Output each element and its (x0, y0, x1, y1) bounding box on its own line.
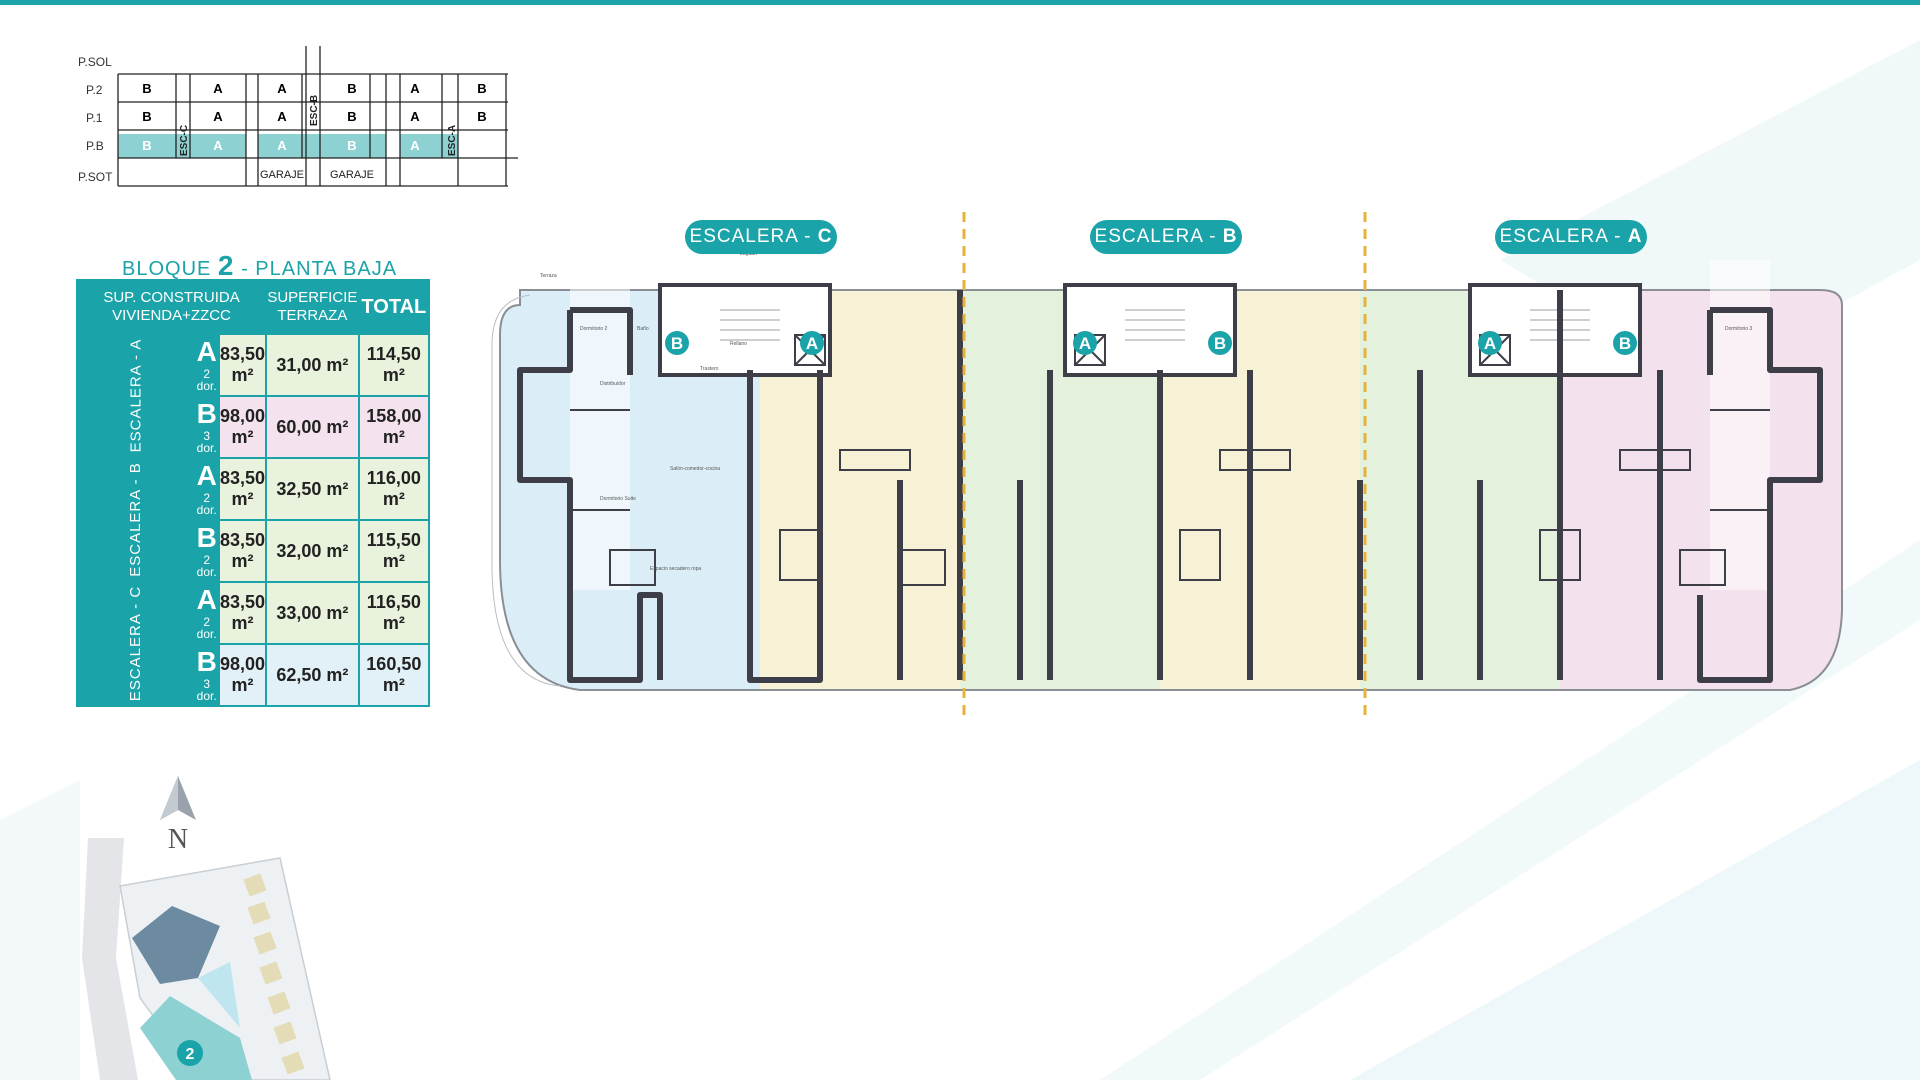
unit-cell: A (213, 81, 223, 96)
stair-label: ESC-C (179, 125, 190, 156)
room-label: Baño (637, 326, 649, 332)
terr-value: 60,00 m² (265, 395, 360, 459)
unit-cell: B (142, 109, 151, 124)
unit-marker: B (1214, 334, 1226, 353)
unit-cell: B (142, 138, 151, 153)
unit-cell: B (142, 81, 151, 96)
level-label: P.B (86, 139, 104, 153)
unit-cell: A (410, 109, 420, 124)
col-header-total: TOTAL (357, 279, 431, 335)
level-label: P.SOT (78, 170, 113, 184)
stair-label: ESC-B (309, 95, 320, 126)
unit-cell: A (277, 109, 287, 124)
top-accent-bar (0, 0, 1920, 5)
floor-plan: B A A B A B Terraza Dormitorio 2 Dormito… (491, 210, 1843, 722)
unit-marker: A (1484, 334, 1496, 353)
block-number: 2 (186, 1046, 195, 1063)
escalera-label: ESCALERA - B (75, 457, 196, 583)
unit-cell: A (213, 138, 223, 153)
total-value: 158,00 m² (357, 395, 431, 459)
sup-value: 83,50 m² (217, 457, 268, 521)
total-value: 160,50 m² (357, 643, 431, 707)
title-number: 2 (217, 250, 235, 281)
unit-marker: B (671, 334, 683, 353)
room-label: Rellano (730, 341, 747, 347)
unit-cell: B (477, 138, 486, 153)
unit-marker: A (806, 334, 818, 353)
unit-cell: A (213, 109, 223, 124)
unit-cell: A (410, 138, 420, 153)
total-value: 116,00 m² (357, 457, 431, 521)
unit-marker: B (1619, 334, 1631, 353)
room-label: Terraza (540, 273, 557, 279)
escalera-label: ESCALERA - C (75, 581, 196, 707)
level-label: P.1 (86, 111, 103, 125)
unit-cell: B (477, 109, 486, 124)
site-location-map: 2 (82, 838, 331, 1080)
garage-label: GARAJE (330, 169, 374, 181)
unit-cell: B (347, 138, 356, 153)
unit-cell: B (347, 109, 356, 124)
col-header-terraza: SUPERFICIE TERRAZA (265, 279, 360, 335)
col-header-construida: SUP. CONSTRUIDA VIVIENDA+ZZCC (75, 279, 268, 335)
total-value: 116,50 m² (357, 581, 431, 645)
building-section-diagram: P.SOL P.2 P.1 P.B P.SOT B A A B A B B (78, 46, 518, 187)
sup-value: 83,50 m² (217, 581, 268, 645)
terr-value: 62,50 m² (265, 643, 360, 707)
terr-value: 32,50 m² (265, 457, 360, 521)
level-label: P.SOL (78, 55, 112, 69)
terr-value: 32,00 m² (265, 519, 360, 583)
surface-table: SUP. CONSTRUIDA VIVIENDA+ZZCC SUPERFICIE… (75, 279, 431, 707)
escalera-label: ESCALERA - A (75, 333, 196, 459)
north-compass-icon: N (160, 776, 196, 852)
sup-value: 83,50 m² (217, 333, 268, 397)
unit-marker: A (1079, 334, 1091, 353)
stair-pill-c: ESCALERA - C (685, 220, 837, 254)
room-label: Dormitorio Suite (600, 496, 636, 502)
terr-value: 33,00 m² (265, 581, 360, 645)
title-prefix: BLOQUE (122, 258, 212, 280)
table-title: BLOQUE 2 - PLANTA BAJA (122, 250, 397, 282)
room-label: Distribuidor (600, 381, 626, 387)
sup-value: 83,50 m² (217, 519, 268, 583)
level-label: P.2 (86, 83, 103, 97)
title-suffix: - PLANTA BAJA (241, 258, 398, 280)
room-label: Salón-comedor-cocina (670, 466, 720, 472)
unit-cell: B (477, 81, 486, 96)
unit-markers: B A A B A B (665, 331, 1637, 355)
total-value: 114,50 m² (357, 333, 431, 397)
garage-label: GARAJE (260, 169, 304, 181)
stair-label: ESC-A (447, 125, 458, 156)
room-label: Espacio secadero ropa (650, 566, 701, 572)
room-label: Dormitorio 2 (580, 326, 607, 332)
unit-cell: A (277, 81, 287, 96)
room-label: Trastero (700, 366, 719, 372)
room-label: Dormitorio 3 (1725, 326, 1752, 332)
unit-cell: B (347, 81, 356, 96)
room-label: Zaguan (740, 251, 757, 257)
terr-value: 31,00 m² (265, 333, 360, 397)
compass-label: N (168, 824, 188, 852)
stair-pill-b: ESCALERA - B (1090, 220, 1242, 254)
stair-pill-a: ESCALERA - A (1495, 220, 1647, 254)
sup-value: 98,00 m² (217, 395, 268, 459)
unit-cell: A (410, 81, 420, 96)
total-value: 115,50 m² (357, 519, 431, 583)
sup-value: 98,00 m² (217, 643, 268, 707)
unit-cell: A (277, 138, 287, 153)
